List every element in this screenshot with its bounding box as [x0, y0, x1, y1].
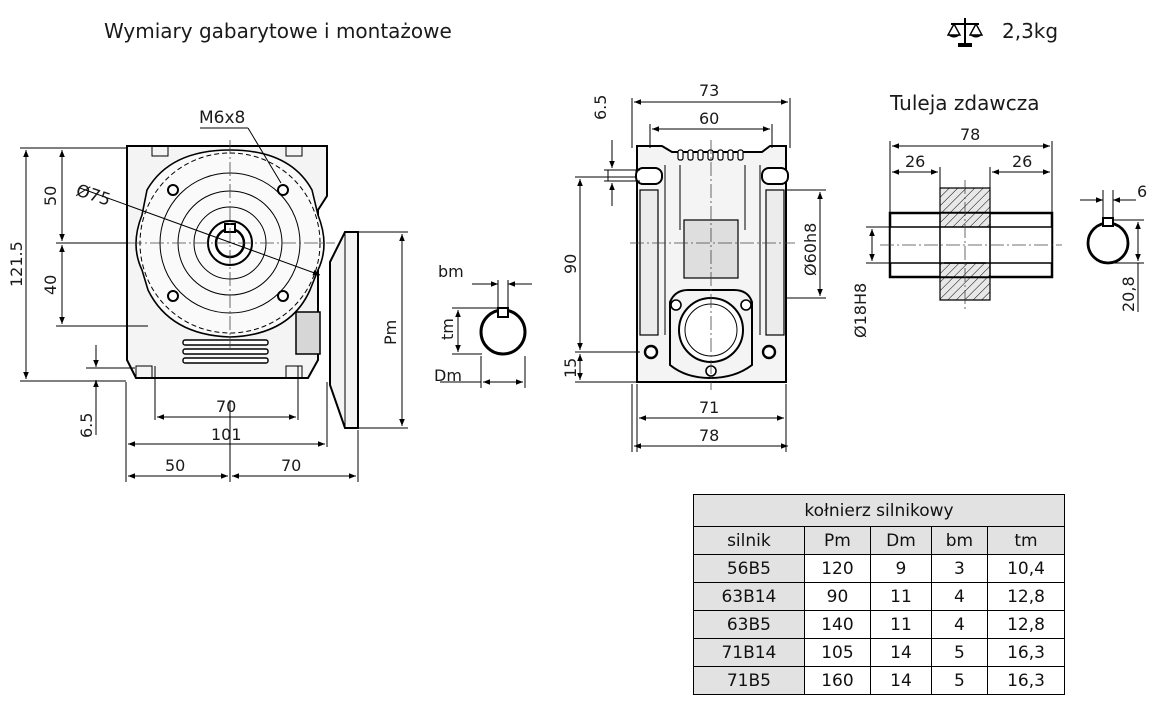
table-title: kołnierz silnikowy	[693, 494, 1065, 527]
table-cell: 12,8	[986, 582, 1066, 611]
table-cell: 14	[870, 638, 932, 667]
table-row: 56B5 120 9 3 10,4	[693, 554, 1066, 583]
dim-side-foot-width: 78	[699, 426, 719, 445]
key-width-label: bm	[438, 262, 464, 281]
table-cell: 63B5	[693, 610, 805, 639]
table-cell: 56B5	[693, 554, 805, 583]
dim-foot-height: 6.5	[77, 413, 96, 438]
dim-overall-width: 101	[211, 425, 242, 444]
gearbox-front-view	[79, 127, 359, 429]
table-title-row: kołnierz silnikowy	[693, 494, 1065, 527]
table-cell: 11	[870, 582, 932, 611]
dim-side-top-flange: 6.5	[591, 95, 610, 120]
table-cell: 4	[930, 582, 988, 611]
table-cell: 140	[803, 610, 872, 639]
sleeve-dimensions	[866, 141, 1053, 264]
dim-right-offset: 70	[281, 456, 301, 475]
dim-side-inner-width: 60	[699, 109, 719, 128]
table-row: 63B5 140 11 4 12,8	[693, 610, 1066, 639]
front-view-dimensions	[20, 147, 408, 482]
dim-overall-height: 121.5	[7, 241, 26, 287]
table-cell: 10,4	[986, 554, 1066, 583]
dim-key-width: 6	[1137, 182, 1147, 201]
output-sleeve	[880, 180, 1062, 310]
table-cell: 105	[803, 638, 872, 667]
table-cell: 4	[930, 610, 988, 639]
dim-hole-spacing: 70	[216, 397, 236, 416]
dim-side-foot-spacing: 71	[699, 398, 719, 417]
gearbox-side-view	[607, 140, 795, 390]
dim-sleeve-bore: Ø18H8	[851, 283, 870, 338]
thread-label: M6x8	[199, 108, 245, 128]
column-header: tm	[986, 526, 1066, 555]
table-header-row: silnik Pm Dm bm tm	[693, 526, 1066, 555]
motor-flange-table: kołnierz silnikowy silnik Pm Dm bm tm 56…	[693, 494, 1066, 695]
table-row: 71B5 160 14 5 16,3	[693, 666, 1066, 695]
table-cell: 12,8	[986, 610, 1066, 639]
diameter-label: Ø75	[73, 181, 112, 211]
dim-side-height: 90	[561, 254, 580, 274]
balance-scale-icon	[946, 18, 984, 47]
table-row: 71B14 105 14 5 16,3	[693, 638, 1066, 667]
shaft-diameter-label: Dm	[434, 366, 462, 385]
key-depth-label: tm	[438, 318, 457, 340]
column-header: silnik	[693, 526, 805, 555]
dim-side-overall-width: 73	[699, 81, 719, 100]
table-cell: 9	[870, 554, 932, 583]
dim-flange-pitch: Pm	[381, 320, 400, 345]
table-cell: 16,3	[986, 638, 1066, 667]
table-cell: 90	[803, 582, 872, 611]
table-cell: 14	[870, 666, 932, 695]
table-cell: 3	[930, 554, 988, 583]
side-view-dimensions	[575, 98, 826, 452]
dim-top-offset: 50	[41, 186, 60, 206]
table-cell: 11	[870, 610, 932, 639]
column-header: Pm	[803, 526, 872, 555]
column-header: bm	[930, 526, 988, 555]
table-cell: 120	[803, 554, 872, 583]
table-cell: 160	[803, 666, 872, 695]
dim-side-pilot-diameter: Ø60h8	[801, 223, 820, 276]
table-row: 63B14 90 11 4 12,8	[693, 582, 1066, 611]
table-cell: 63B14	[693, 582, 805, 611]
motor-shaft-detail	[440, 280, 532, 388]
dim-sleeve-right-end: 26	[1012, 152, 1032, 171]
dim-sleeve-left-end: 26	[905, 152, 925, 171]
dim-left-offset: 50	[165, 456, 185, 475]
dim-bottom-offset: 40	[41, 275, 60, 295]
table-cell: 5	[930, 638, 988, 667]
weight-value: 2,3kg	[1002, 19, 1058, 43]
sleeve-title: Tuleja zdawcza	[889, 91, 1039, 115]
page-title: Wymiary gabarytowe i montażowe	[104, 19, 452, 43]
table-cell: 16,3	[986, 666, 1066, 695]
dim-key-depth: 20,8	[1119, 276, 1138, 312]
table-cell: 71B5	[693, 666, 805, 695]
keyway-section	[1080, 190, 1144, 312]
table-cell: 5	[930, 666, 988, 695]
dim-side-base: 15	[561, 358, 580, 378]
column-header: Dm	[870, 526, 932, 555]
dim-sleeve-length: 78	[960, 125, 980, 144]
table-cell: 71B14	[693, 638, 805, 667]
